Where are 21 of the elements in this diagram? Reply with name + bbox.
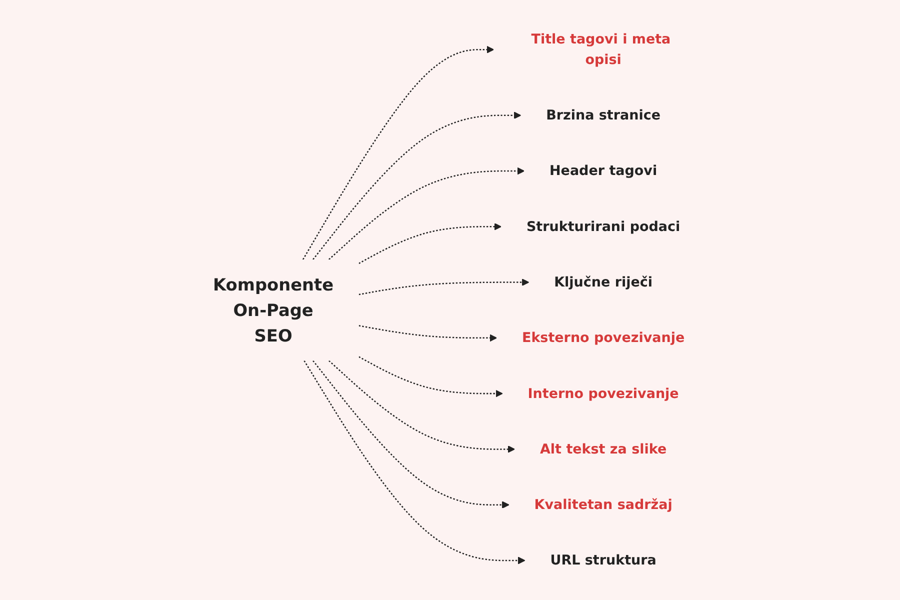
node-text: Kvalitetan sadržaj bbox=[534, 496, 672, 512]
node-text: Strukturirani podaci bbox=[526, 218, 680, 234]
node-text: URL struktura bbox=[550, 552, 656, 568]
node-text: Brzina stranice bbox=[546, 106, 660, 123]
node-text: Interno povezivanje bbox=[527, 385, 678, 402]
arrow bbox=[302, 46, 494, 260]
arrow bbox=[358, 325, 497, 342]
arrow bbox=[312, 112, 521, 260]
arrow bbox=[358, 278, 529, 296]
node-text: Alt tekst za slike bbox=[540, 440, 666, 457]
arrow bbox=[303, 360, 525, 564]
arrow bbox=[358, 222, 502, 264]
arrow bbox=[358, 356, 502, 398]
node-text: Eksterno povezivanje bbox=[522, 329, 684, 346]
node-text: Komponente On-Page SEO bbox=[212, 274, 334, 346]
arrow bbox=[328, 360, 515, 453]
arrow bbox=[312, 360, 509, 509]
node-text: Header tagovi bbox=[549, 162, 657, 179]
arrow bbox=[328, 167, 524, 260]
node-text: Ključne riječi bbox=[554, 274, 652, 290]
node-text: Title tagovi i meta opisi bbox=[530, 31, 670, 68]
